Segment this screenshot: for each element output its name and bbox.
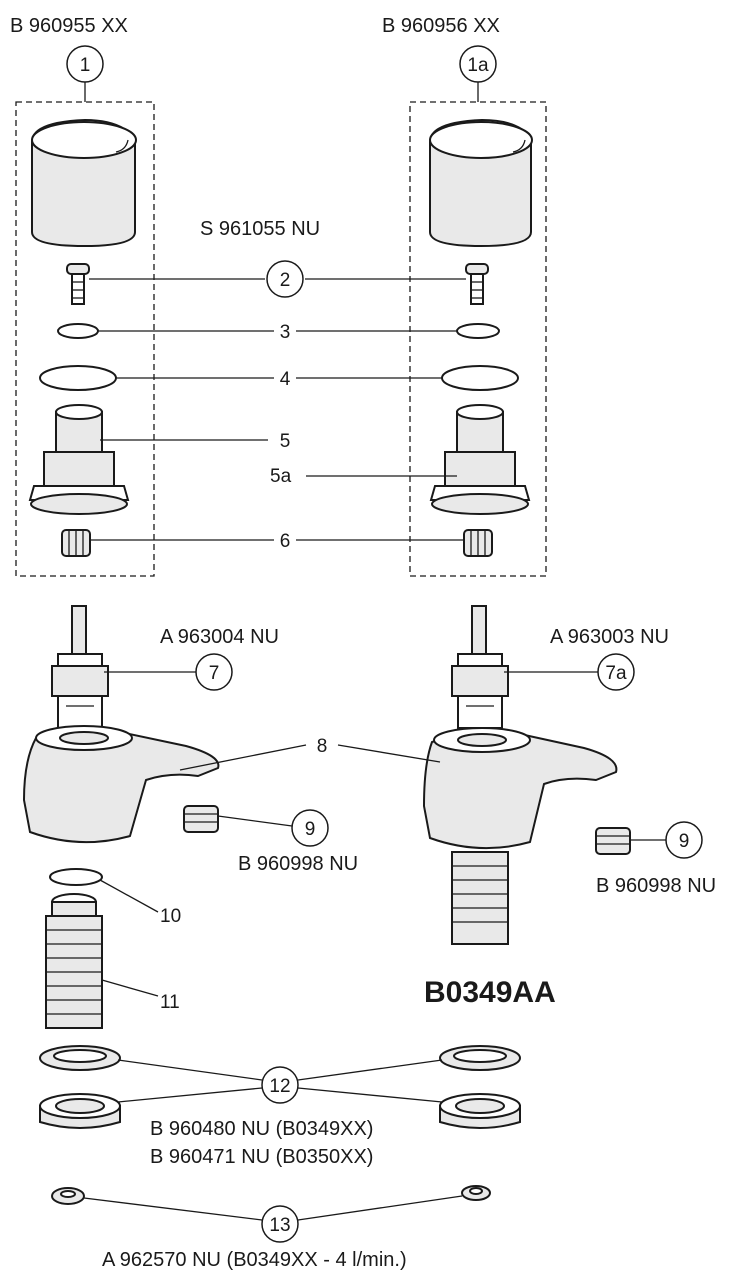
code-aerator-left: B 960998 NU	[238, 853, 358, 875]
code-handle-cold: B 960956 XX	[382, 15, 500, 37]
code-flow-regulator: A 962570 NU (B0349XX - 4 l/min.)	[102, 1249, 407, 1271]
callout-6: 6	[280, 531, 291, 552]
callout-2	[266, 260, 304, 298]
svg-text:2: 2	[280, 270, 291, 291]
screw-left	[66, 263, 90, 305]
cartridge-left	[51, 605, 109, 729]
shank-11	[45, 893, 103, 1029]
callout-3: 3	[280, 322, 291, 343]
callout-9-left	[291, 809, 329, 847]
handle-cap-right	[429, 118, 533, 248]
code-cartridge-hot: A 963004 NU	[160, 626, 279, 648]
washer-10	[49, 868, 103, 886]
code-aerator-right: B 960998 NU	[596, 875, 716, 897]
washer-12-right	[439, 1045, 521, 1071]
callout-5: 5	[280, 431, 291, 452]
code-cartridge-cold: A 963003 NU	[550, 626, 669, 648]
product-code: B0349AA	[424, 976, 556, 1009]
svg-text:9: 9	[305, 819, 316, 840]
code-backnut-1: B 960480 NU (B0349XX)	[150, 1118, 373, 1140]
headwork-right	[429, 404, 531, 515]
svg-text:9: 9	[679, 831, 690, 852]
code-handle-hot: B 960955 XX	[10, 15, 128, 37]
callout-8: 8	[317, 736, 328, 757]
callout-13	[261, 1205, 299, 1243]
callout-7	[195, 653, 233, 691]
spline-adapter-left	[61, 529, 91, 557]
callout-1a	[459, 45, 497, 83]
washer-12-left	[39, 1045, 121, 1071]
spline-adapter-right	[463, 529, 493, 557]
callout-7a	[597, 653, 635, 691]
svg-text:7: 7	[209, 663, 220, 684]
callout-9-right	[665, 821, 703, 859]
code-screw: S 961055 NU	[200, 218, 320, 240]
cartridge-right	[451, 605, 509, 729]
handle-cap-left	[31, 118, 137, 248]
o-ring-small-right	[456, 323, 500, 339]
svg-text:7a: 7a	[605, 663, 627, 684]
callout-12	[261, 1066, 299, 1104]
callout-10: 10	[160, 906, 181, 927]
svg-text:13: 13	[269, 1215, 290, 1236]
code-backnut-2: B 960471 NU (B0350XX)	[150, 1146, 373, 1168]
o-ring-large-left	[39, 365, 117, 391]
headwork-left	[28, 404, 130, 515]
tap-body-left	[22, 725, 220, 844]
backnut-12-right	[439, 1093, 521, 1129]
svg-text:1a: 1a	[467, 55, 489, 76]
backnut-12-left	[39, 1093, 121, 1129]
svg-text:12: 12	[269, 1076, 290, 1097]
screw-right	[465, 263, 489, 305]
o-ring-large-right	[441, 365, 519, 391]
kit-box-left	[15, 101, 155, 577]
kit-box-right	[409, 101, 547, 577]
callout-11: 11	[160, 992, 180, 1013]
o-ring-small-left	[57, 323, 99, 339]
callout-4: 4	[280, 369, 291, 390]
flow-regulator-left	[51, 1187, 85, 1205]
aerator-left	[183, 805, 219, 833]
svg-text:1: 1	[80, 55, 91, 76]
tap-body-right	[422, 727, 618, 945]
callout-5a: 5a	[270, 466, 292, 487]
aerator-right	[595, 827, 631, 855]
flow-regulator-right	[461, 1185, 491, 1201]
callout-1	[66, 45, 104, 83]
